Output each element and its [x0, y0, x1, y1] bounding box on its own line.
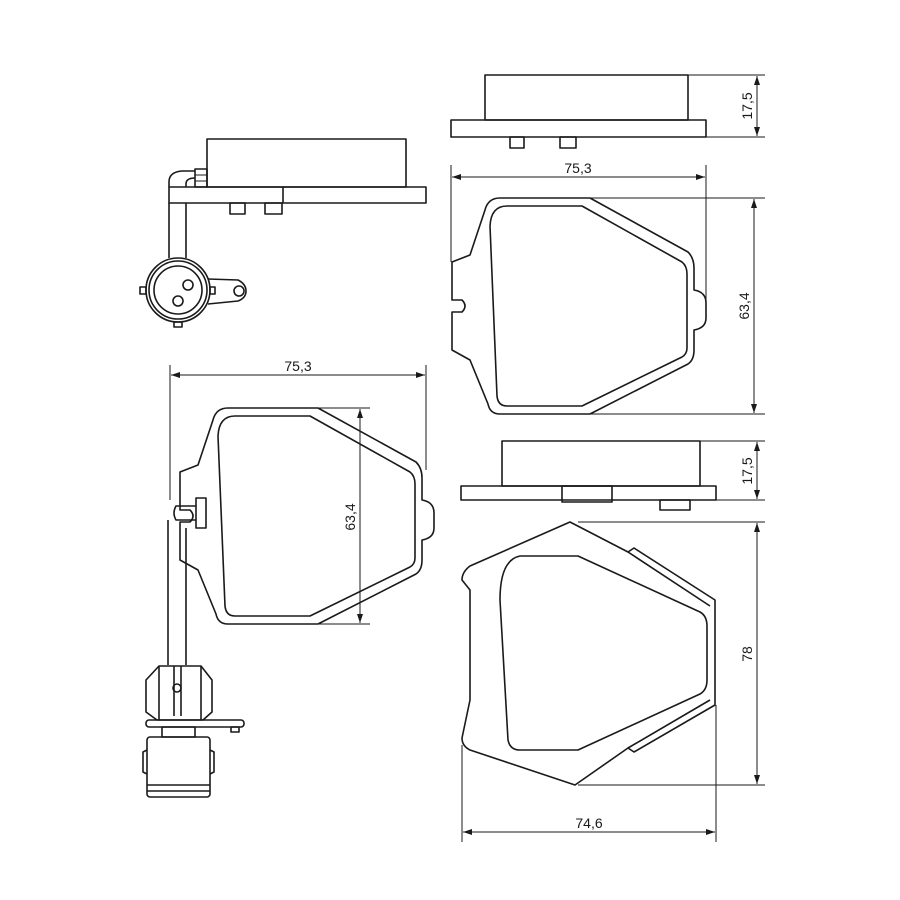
height-dimension-bottom: 78 [739, 646, 755, 662]
sensor-pad-side-view [139, 138, 427, 328]
height-dimension-top: 63,4 [736, 292, 752, 319]
width-dimension-top: 75,3 [564, 160, 591, 176]
width-dimension-bottom: 74,6 [575, 815, 602, 831]
height-dimension-sensor-pad: 63,4 [342, 503, 358, 530]
pad-side-view-bottom: 17,5 [460, 440, 765, 511]
pad-side-view-top: 17,5 [450, 74, 765, 149]
thickness-dimension-top: 17,5 [739, 92, 755, 119]
width-dimension-sensor-pad: 75,3 [284, 358, 311, 374]
pad-front-view-top: 75,3 63,4 [450, 160, 765, 415]
pad-front-view-bottom: 78 74,6 [461, 521, 765, 842]
sensor-pad-front-view: 75,3 63,4 [142, 358, 435, 798]
thickness-dimension-bottom: 17,5 [739, 457, 755, 484]
